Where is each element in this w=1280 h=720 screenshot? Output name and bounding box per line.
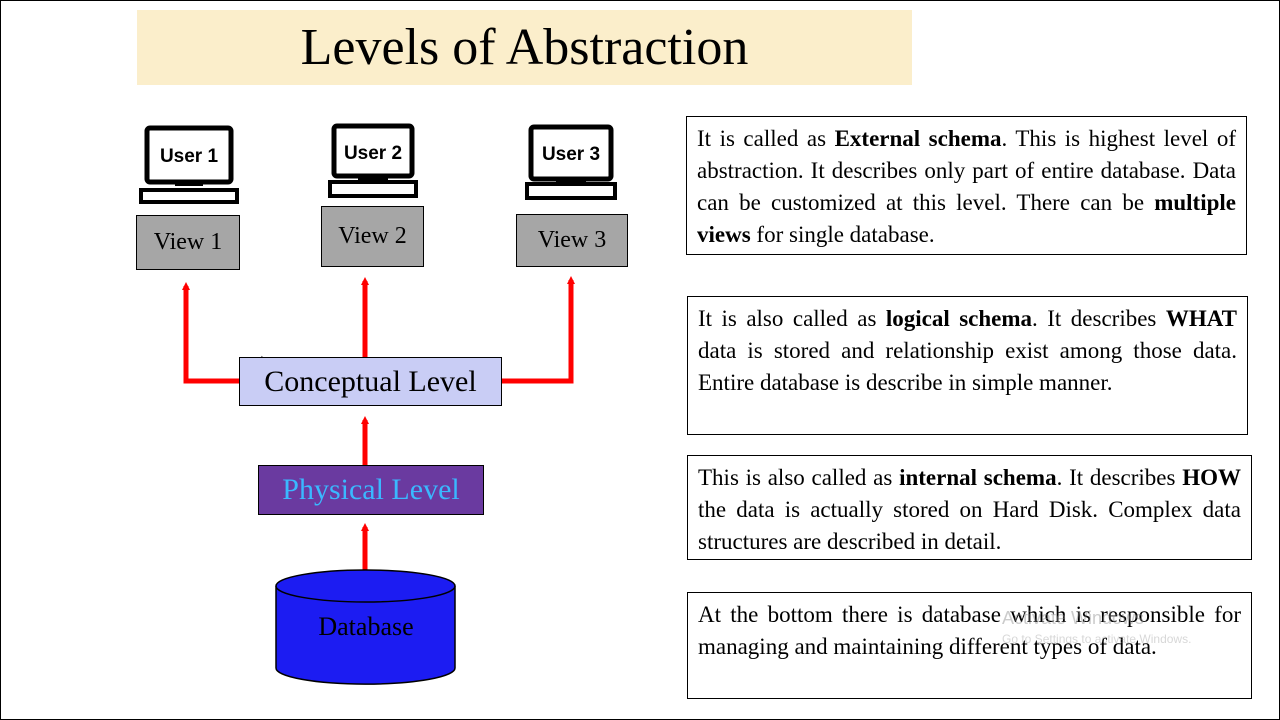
view-1-label: View 1 xyxy=(153,229,223,255)
view-2-box: View 2 xyxy=(321,206,424,267)
internal-schema-description: This is also called as internal schema. … xyxy=(687,455,1252,560)
user-2-monitor-icon xyxy=(328,123,418,198)
internal-text-2: . It describes xyxy=(1056,465,1183,490)
activate-windows-watermark: Activate Windows xyxy=(1002,608,1145,628)
arrow-to-view-1 xyxy=(182,282,240,384)
slide-title: Levels of Abstraction xyxy=(300,19,749,76)
physical-level-label: Physical Level xyxy=(282,473,460,506)
physical-level-box: Physical Level xyxy=(258,465,484,515)
user-1-label: User 1 xyxy=(159,146,219,167)
logical-schema-description: It is also called as logical schema. It … xyxy=(687,296,1248,435)
internal-text-1: This is also called as xyxy=(698,465,900,490)
view-1-box: View 1 xyxy=(136,215,240,270)
user-2-label: User 2 xyxy=(343,143,403,164)
logical-text-2: . It describes xyxy=(1032,306,1166,331)
database-cylinder-icon xyxy=(275,569,456,685)
what-term: WHAT xyxy=(1165,306,1237,331)
view-3-label: View 3 xyxy=(537,227,607,253)
arrow-to-view-3 xyxy=(500,276,575,384)
external-text-1: It is called as xyxy=(697,126,835,151)
multiple-views-term: multiple views xyxy=(697,190,1236,247)
logical-text-3: data is stored and relationship exist am… xyxy=(698,338,1237,395)
user-1-monitor-icon xyxy=(139,125,239,204)
database-description: At the bottom there is database which is… xyxy=(687,592,1252,699)
conceptual-level-label: Conceptual Level xyxy=(264,364,477,398)
internal-text-3: the data is actually stored on Hard Disk… xyxy=(698,497,1241,554)
external-text-2: . This is highest level of abstraction. … xyxy=(697,126,1236,215)
external-schema-description: It is called as External schema. This is… xyxy=(686,116,1247,255)
flow-arrows xyxy=(182,276,575,570)
how-term: HOW xyxy=(1182,465,1241,490)
user-3-monitor-icon xyxy=(525,124,617,200)
user-3-label: User 3 xyxy=(541,144,601,165)
conceptual-level-box: Conceptual Level xyxy=(239,357,502,406)
logical-schema-term: logical schema xyxy=(885,306,1033,331)
view-3-box: View 3 xyxy=(516,214,628,267)
internal-schema-term: internal schema xyxy=(899,465,1057,490)
database-text: At the bottom there is database which is… xyxy=(698,602,1241,659)
title-banner: Levels of Abstraction xyxy=(137,10,912,85)
external-schema-term: External schema xyxy=(834,126,1002,151)
database-label: Database xyxy=(318,612,414,641)
view-2-label: View 2 xyxy=(338,223,407,249)
external-text-3: for single database. xyxy=(750,222,935,247)
activate-windows-hint: Go to Settings to activate Windows. xyxy=(1002,632,1192,646)
logical-text-1: It is also called as xyxy=(698,306,886,331)
